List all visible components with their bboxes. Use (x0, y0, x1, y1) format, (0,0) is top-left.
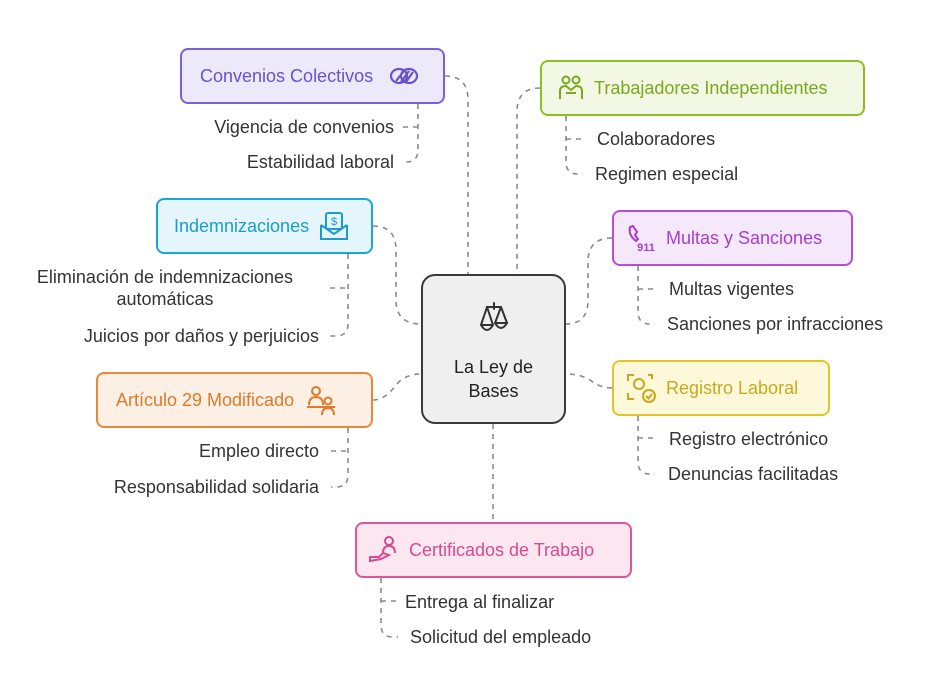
knot-icon (387, 59, 421, 93)
face-check-icon (624, 371, 658, 405)
list-item: Juicios por daños y perjuicios (83, 326, 319, 346)
connector-registro (565, 373, 613, 389)
scales-icon (467, 295, 521, 349)
branch-convenios-colectivos[interactable]: Convenios Colectivos (180, 48, 445, 104)
connector-articulo (372, 373, 422, 401)
branch-label: Convenios Colectivos (200, 65, 374, 86)
list-item: Entrega al finalizar (405, 592, 555, 612)
branch-certificados-trabajo[interactable]: Certificados de Trabajo (355, 522, 632, 578)
workers-icon (304, 383, 338, 417)
branch-articulo-29[interactable]: Artículo 29 Modificado (96, 372, 373, 428)
connector-independientes (516, 87, 541, 274)
list-item: Registro electrónico (669, 429, 829, 449)
list-item: Empleo directo (198, 441, 319, 461)
phone-911-icon: 911 (624, 221, 658, 255)
connector-multas (565, 237, 613, 325)
center-title: La Ley de Bases (453, 357, 534, 401)
branch-trabajadores-independientes[interactable]: Trabajadores Independientes (540, 60, 865, 116)
list-item: Colaboradores (597, 129, 716, 149)
list-item: Eliminación de indemnizaciones automátic… (36, 267, 294, 309)
list-item: Responsabilidad solidaria (113, 477, 319, 497)
svg-text:911: 911 (637, 242, 655, 254)
collaboration-icon (554, 71, 588, 105)
list-item: Sanciones por infracciones (667, 314, 884, 334)
list-item: Multas vigentes (669, 279, 795, 299)
svg-text:$: $ (331, 216, 337, 228)
connector-indemnizaciones (372, 225, 422, 325)
branch-label: Trabajadores Independientes (594, 77, 828, 98)
branch-registro-laboral[interactable]: Registro Laboral (612, 360, 830, 416)
money-envelope-icon: $ (317, 209, 351, 243)
list-item: Vigencia de convenios (214, 117, 394, 137)
branch-label: Indemnizaciones (174, 215, 310, 236)
list-item: Estabilidad laboral (246, 152, 394, 172)
branch-label: Registro Laboral (666, 377, 799, 398)
connector-convenios (444, 75, 469, 274)
list-item: Solicitud del empleado (410, 627, 592, 647)
handover-icon (367, 533, 401, 567)
list-item: Regimen especial (595, 164, 739, 184)
center-node[interactable]: La Ley de Bases (421, 274, 566, 424)
branch-label: Certificados de Trabajo (409, 539, 595, 560)
branch-indemnizaciones[interactable]: Indemnizaciones $ (156, 198, 373, 254)
branch-multas-sanciones[interactable]: 911 Multas y Sanciones (612, 210, 853, 266)
list-item: Denuncias facilitadas (668, 464, 839, 484)
branch-label: Artículo 29 Modificado (116, 389, 295, 410)
branch-label: Multas y Sanciones (666, 227, 823, 248)
